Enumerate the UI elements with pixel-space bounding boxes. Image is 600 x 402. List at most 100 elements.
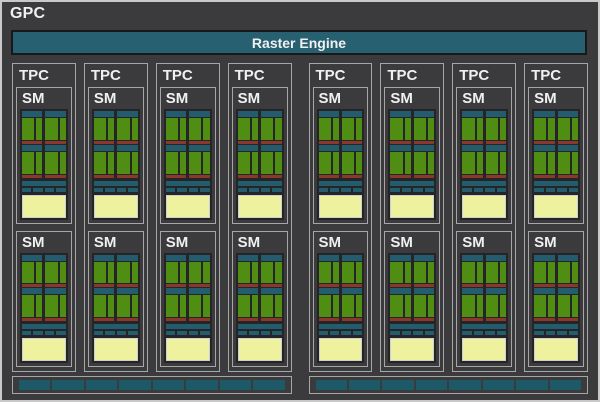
tex-unit [105,331,115,335]
tensor-bar [237,284,259,288]
core-column [203,151,210,174]
scheduler-bar [165,254,187,261]
ldst-bar [462,180,507,186]
core-column [108,118,115,140]
processing-block [165,288,210,321]
tex-unit-row [462,331,507,335]
tex-unit [413,331,423,335]
core-column [22,295,35,317]
core-array [462,118,483,140]
cache-block [165,338,210,361]
ldst-bar [534,180,578,186]
scheduler-bar [45,111,66,117]
processing-block [165,254,210,288]
core-column [45,295,58,317]
scheduler-bar [534,111,555,117]
tex-unit [401,187,412,192]
processing-half [485,254,507,288]
tensor-bar [534,284,555,288]
polymorph-segment [119,380,151,390]
ldst-bar [237,324,282,329]
tex-unit [496,331,507,335]
tensor-bar [534,140,555,144]
processing-half [390,288,411,321]
processing-block [462,144,507,178]
core-column [571,118,578,140]
scheduler-bar [189,288,210,295]
core-column [93,261,107,284]
processing-half [237,288,259,321]
core-array [165,151,187,174]
core-array [93,151,115,174]
sm-content [316,109,365,220]
tex-unit [496,187,507,192]
tensor-bar [189,140,210,144]
sm-content [163,252,212,363]
tex-unit [401,331,412,335]
scheduler-bar [165,111,187,117]
processing-half [165,144,187,178]
processing-half [318,111,339,144]
core-array [341,261,363,284]
tpc-label: TPC [90,67,121,84]
scheduler-bar [261,288,282,295]
core-column [390,151,403,174]
processing-half [462,254,483,288]
core-column [275,151,282,174]
tex-unit [272,331,282,335]
raster-engine-label: Raster Engine [251,34,347,51]
core-column [557,295,570,317]
core-column [485,118,498,140]
tex-unit-row [22,187,66,192]
sm-block: SM [87,87,144,224]
sm-content [460,252,509,363]
core-array [390,261,411,284]
cache-block [237,194,282,218]
tensor-bar [22,284,43,288]
core-array [485,295,507,317]
core-array [318,295,339,317]
tex-unit [545,331,556,335]
tensor-bar [189,174,210,178]
tensor-bar [22,174,43,178]
core-column [557,118,570,140]
scheduler-bar [413,254,435,261]
core-array [557,295,578,317]
tex-unit [485,187,495,192]
processing-half [390,144,411,178]
sm-block: SM [312,230,369,367]
core-column [180,151,187,174]
core-column [261,261,274,284]
core-array [534,295,555,317]
cache-block [390,338,435,361]
tex-unit [390,187,400,192]
scheduler-bar [117,111,138,117]
sm-block: SM [312,87,369,224]
core-column [356,151,363,174]
tex-unit [424,331,435,335]
tensor-bar [485,174,507,178]
ldst-bar [462,324,507,329]
core-array [22,261,43,284]
processing-block [390,288,435,321]
core-column [332,261,339,284]
scheduler-bar [93,254,115,261]
core-array [534,151,555,174]
core-column [476,118,483,140]
tensor-bar [93,174,115,178]
scheduler-bar [165,288,187,295]
tensor-bar [237,318,259,321]
core-column [275,261,282,284]
core-array [22,118,43,140]
tpc-label: TPC [387,67,418,84]
processing-half [93,144,115,178]
scheduler-bar [261,111,282,117]
cache-block [93,338,138,361]
core-array [318,261,339,284]
scheduler-bar [462,254,483,261]
core-column [165,151,179,174]
